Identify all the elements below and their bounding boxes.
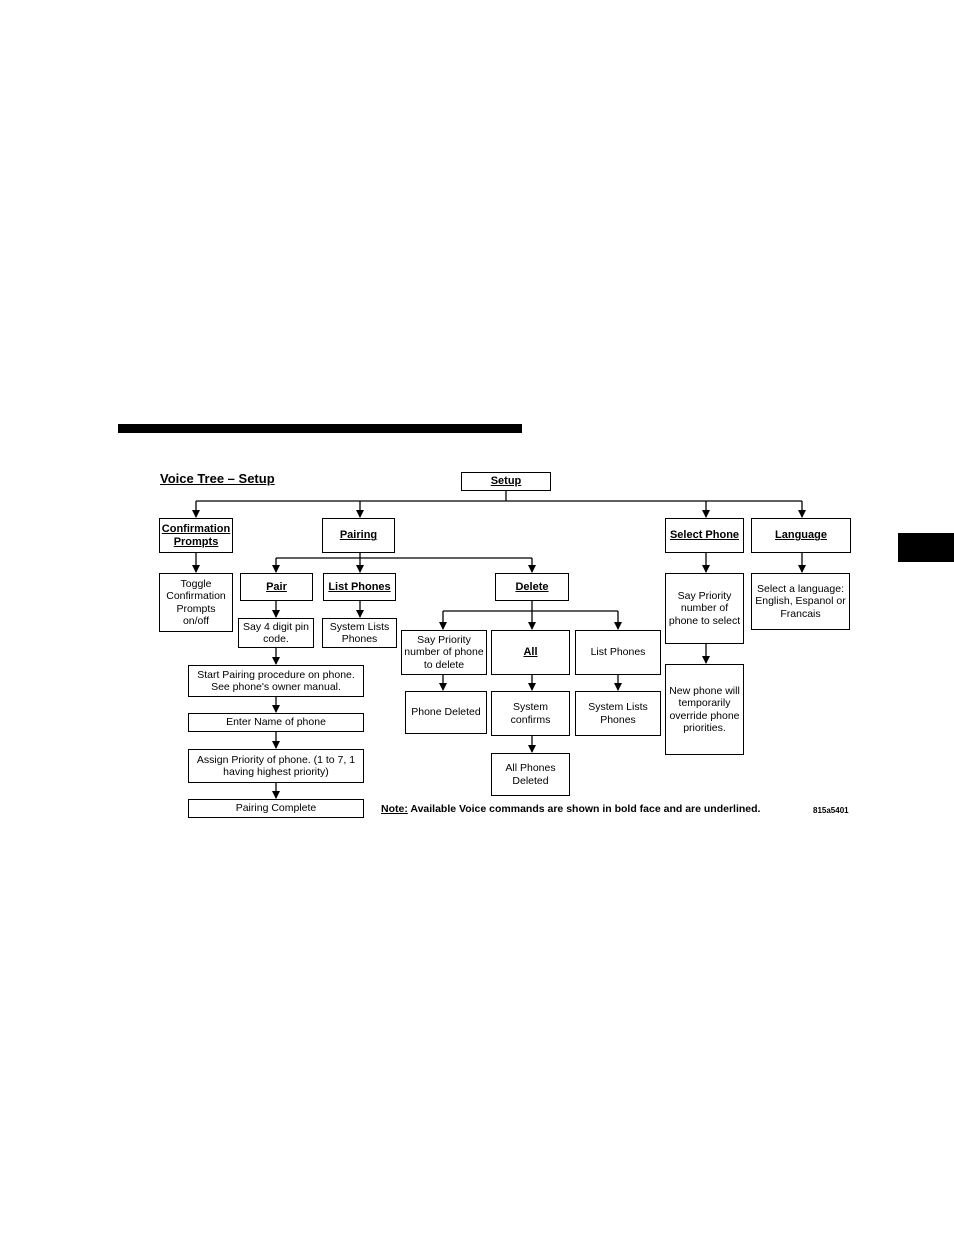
node-phone-deleted: Phone Deleted <box>405 691 487 734</box>
footnote-label: Note: <box>381 803 408 815</box>
node-list-phones-command-label: List Phones <box>328 580 391 593</box>
node-say-priority-delete-label: Say Priority number of phone to delete <box>404 633 484 671</box>
section-tab <box>898 533 954 562</box>
node-all: All <box>491 630 570 675</box>
node-delete-label: Delete <box>515 580 549 593</box>
node-pair: Pair <box>240 573 313 601</box>
node-pair-label: Pair <box>266 580 287 593</box>
node-pairing-label: Pairing <box>339 529 378 542</box>
node-system-lists-phones-1: System Lists Phones <box>322 618 397 648</box>
node-say-priority-select-label: Say Priority number of phone to select <box>668 589 741 627</box>
node-say-priority-delete: Say Priority number of phone to delete <box>401 630 487 675</box>
node-phone-deleted-label: Phone Deleted <box>411 706 481 719</box>
footnote-text: Available Voice commands are shown in bo… <box>407 803 761 815</box>
node-delete: Delete <box>495 573 569 601</box>
node-assign-priority: Assign Priority of phone. (1 to 7, 1 hav… <box>188 749 364 783</box>
node-setup: Setup <box>461 472 551 491</box>
node-select-language-label: Select a language: English, Espanol or F… <box>755 582 846 620</box>
node-pairing-complete-label: Pairing Complete <box>235 802 317 815</box>
node-pairing-complete: Pairing Complete <box>188 799 364 818</box>
node-assign-priority-label: Assign Priority of phone. (1 to 7, 1 hav… <box>196 753 356 779</box>
node-toggle-confirmation-label: Toggle Confirmation Prompts on/off <box>166 577 226 628</box>
node-new-phone-override: New phone will temporarily override phon… <box>665 664 744 755</box>
node-list-phones-plain: List Phones <box>575 630 661 675</box>
node-confirmation-prompts: Confirmation Prompts <box>159 518 233 553</box>
node-system-confirms-label: System confirms <box>510 701 551 726</box>
node-system-lists-phones-2-label: System Lists Phones <box>588 701 648 726</box>
node-say-pin-label: Say 4 digit pin code. <box>243 620 309 646</box>
footnote: Note: Available Voice commands are shown… <box>381 803 760 815</box>
node-new-phone-override-label: New phone will temporarily override phon… <box>669 684 740 735</box>
node-system-confirms: System confirms <box>491 691 570 736</box>
node-pairing: Pairing <box>322 518 395 553</box>
node-select-language: Select a language: English, Espanol or F… <box>751 573 850 630</box>
node-system-lists-phones-2: System Lists Phones <box>575 691 661 736</box>
node-language-label: Language <box>775 529 827 542</box>
node-toggle-confirmation: Toggle Confirmation Prompts on/off <box>159 573 233 632</box>
node-start-pairing: Start Pairing procedure on phone. See ph… <box>188 665 364 697</box>
node-say-pin: Say 4 digit pin code. <box>238 618 314 648</box>
node-list-phones-command: List Phones <box>323 573 396 601</box>
node-confirmation-prompts-label: Confirmation Prompts <box>161 523 231 548</box>
node-language: Language <box>751 518 851 553</box>
node-select-phone-label: Select Phone <box>669 529 740 542</box>
node-all-phones-deleted-label: All Phones Deleted <box>505 762 556 787</box>
header-rule <box>118 424 522 433</box>
node-all-phones-deleted: All Phones Deleted <box>491 753 570 796</box>
node-start-pairing-label: Start Pairing procedure on phone. See ph… <box>197 668 355 694</box>
node-all-label: All <box>523 646 538 659</box>
node-list-phones-plain-label: List Phones <box>590 646 646 659</box>
node-enter-name-label: Enter Name of phone <box>226 716 326 729</box>
node-system-lists-phones-1-label: System Lists Phones <box>329 620 390 646</box>
figure-code: 815a5401 <box>813 806 849 815</box>
diagram-title: Voice Tree – Setup <box>160 471 275 486</box>
node-setup-label: Setup <box>490 475 522 488</box>
node-enter-name: Enter Name of phone <box>188 713 364 732</box>
node-select-phone: Select Phone <box>665 518 744 553</box>
node-say-priority-select: Say Priority number of phone to select <box>665 573 744 644</box>
